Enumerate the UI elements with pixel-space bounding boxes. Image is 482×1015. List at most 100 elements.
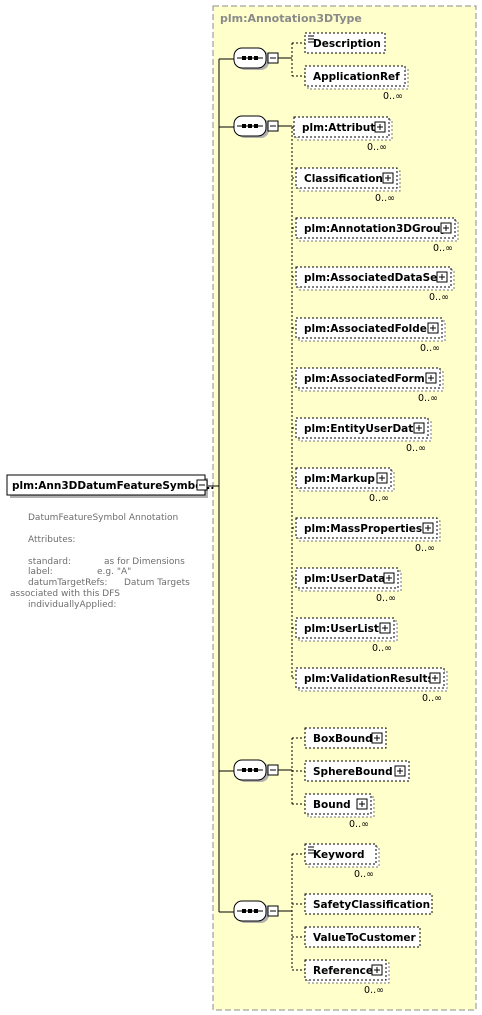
element-box[interactable] [293,116,390,138]
element-box[interactable] [304,793,372,815]
element-box[interactable] [304,32,386,54]
sequence-dot [242,909,246,913]
sequence-dot [254,909,258,913]
expand-icon[interactable] [413,422,425,434]
doc-line: datumTargetRefs: [28,578,107,588]
element-box[interactable] [295,667,445,689]
element-label: ValueToCustomer [313,932,417,944]
element-label: plm:Markup [304,473,375,485]
expand-icon[interactable] [383,572,395,584]
expand-icon[interactable] [382,172,394,184]
child-element[interactable]: plm:EntityUserData 0..∞ [292,417,432,454]
expand-icon[interactable] [356,798,368,810]
sequence-dot [254,768,258,772]
element-box[interactable] [295,266,452,288]
root-element-label: plm:Ann3DDatumFeatureSymbo... [12,480,214,492]
element-box[interactable] [295,467,392,489]
element-label: SafetyClassification [313,899,430,911]
element-box[interactable] [304,926,421,948]
element-box[interactable] [304,65,406,87]
element-box[interactable] [304,727,387,749]
expand-icon[interactable] [427,322,439,334]
element-box[interactable] [295,417,429,439]
element-label: Classification [304,173,383,185]
element-box[interactable] [295,567,399,589]
child-element[interactable]: Description [292,32,386,54]
child-element[interactable]: plm:Markup 0..∞ [292,467,395,504]
child-element[interactable]: SafetyClassification [292,893,433,915]
element-label: plm:EntityUserData [304,423,420,435]
element-label: Bound [313,799,351,811]
expand-icon[interactable] [374,121,386,133]
compositor-collapse-icon[interactable] [267,905,279,917]
expand-icon[interactable] [379,622,391,634]
element-box[interactable] [295,217,456,239]
cardinality-label: 0..∞ [429,292,449,303]
element-box[interactable] [295,317,443,339]
cardinality-label: 0..∞ [422,693,442,704]
element-box[interactable] [295,167,398,189]
cardinality-label: 0..∞ [367,142,387,153]
doc-line: Attributes: [28,535,75,545]
expand-icon[interactable] [394,765,406,777]
child-element[interactable]: ValueToCustomer [292,926,421,948]
element-label: BoxBound [313,733,373,745]
sequence-dot [242,56,246,60]
doc-line: individuallyApplied: [28,600,116,610]
child-element[interactable]: plm:AssociatedDataSet 0..∞ [292,266,455,303]
expand-icon[interactable] [429,672,441,684]
expand-icon[interactable] [371,732,383,744]
element-label: Reference [313,965,373,977]
expand-icon[interactable] [440,222,452,234]
doc-line: Datum Targets [124,578,190,588]
compositor-collapse-icon[interactable] [267,52,279,64]
expand-icon[interactable] [436,271,448,283]
expand-icon[interactable] [376,472,388,484]
sequence-group: plm:Attribute0..∞Classification0..∞plm:A… [219,115,459,704]
compositor-collapse-icon[interactable] [267,120,279,132]
element-label: Keyword [313,849,365,861]
element-label: plm:AssociatedForm [304,373,425,385]
element-label: plm:AssociatedDataSet [304,272,442,284]
element-label: plm:MassProperties [304,523,422,535]
element-box[interactable] [295,617,395,639]
element-label: ApplicationRef [313,71,400,83]
expand-icon[interactable] [425,372,437,384]
element-box[interactable] [304,760,410,782]
sequence-dot [248,56,252,60]
child-element[interactable]: SphereBound [292,760,410,782]
doc-line: associated with this DFS [10,589,120,599]
compositor-collapse-icon[interactable] [267,764,279,776]
element-box[interactable] [295,367,441,389]
child-element[interactable]: ApplicationRef 0..∞ [292,65,409,102]
cardinality-label: 0..∞ [369,493,389,504]
element-label: plm:AssociatedFolder [304,323,433,335]
element-box[interactable] [304,893,433,915]
child-element[interactable]: BoxBound [292,727,387,749]
sequence-dot [254,124,258,128]
element-box[interactable] [304,843,377,865]
expand-icon[interactable] [422,522,434,534]
element-label: plm:UserList [304,623,379,635]
cardinality-label: 0..∞ [383,91,403,102]
expand-icon[interactable] [371,964,383,976]
cardinality-label: 0..∞ [406,443,426,454]
root-collapse-icon[interactable] [196,479,208,491]
doc-line: as for Dimensions [104,557,185,567]
element-box[interactable] [304,959,387,981]
element-box[interactable] [295,517,438,539]
root-documentation: DatumFeatureSymbol Annotation Attributes… [10,513,190,610]
